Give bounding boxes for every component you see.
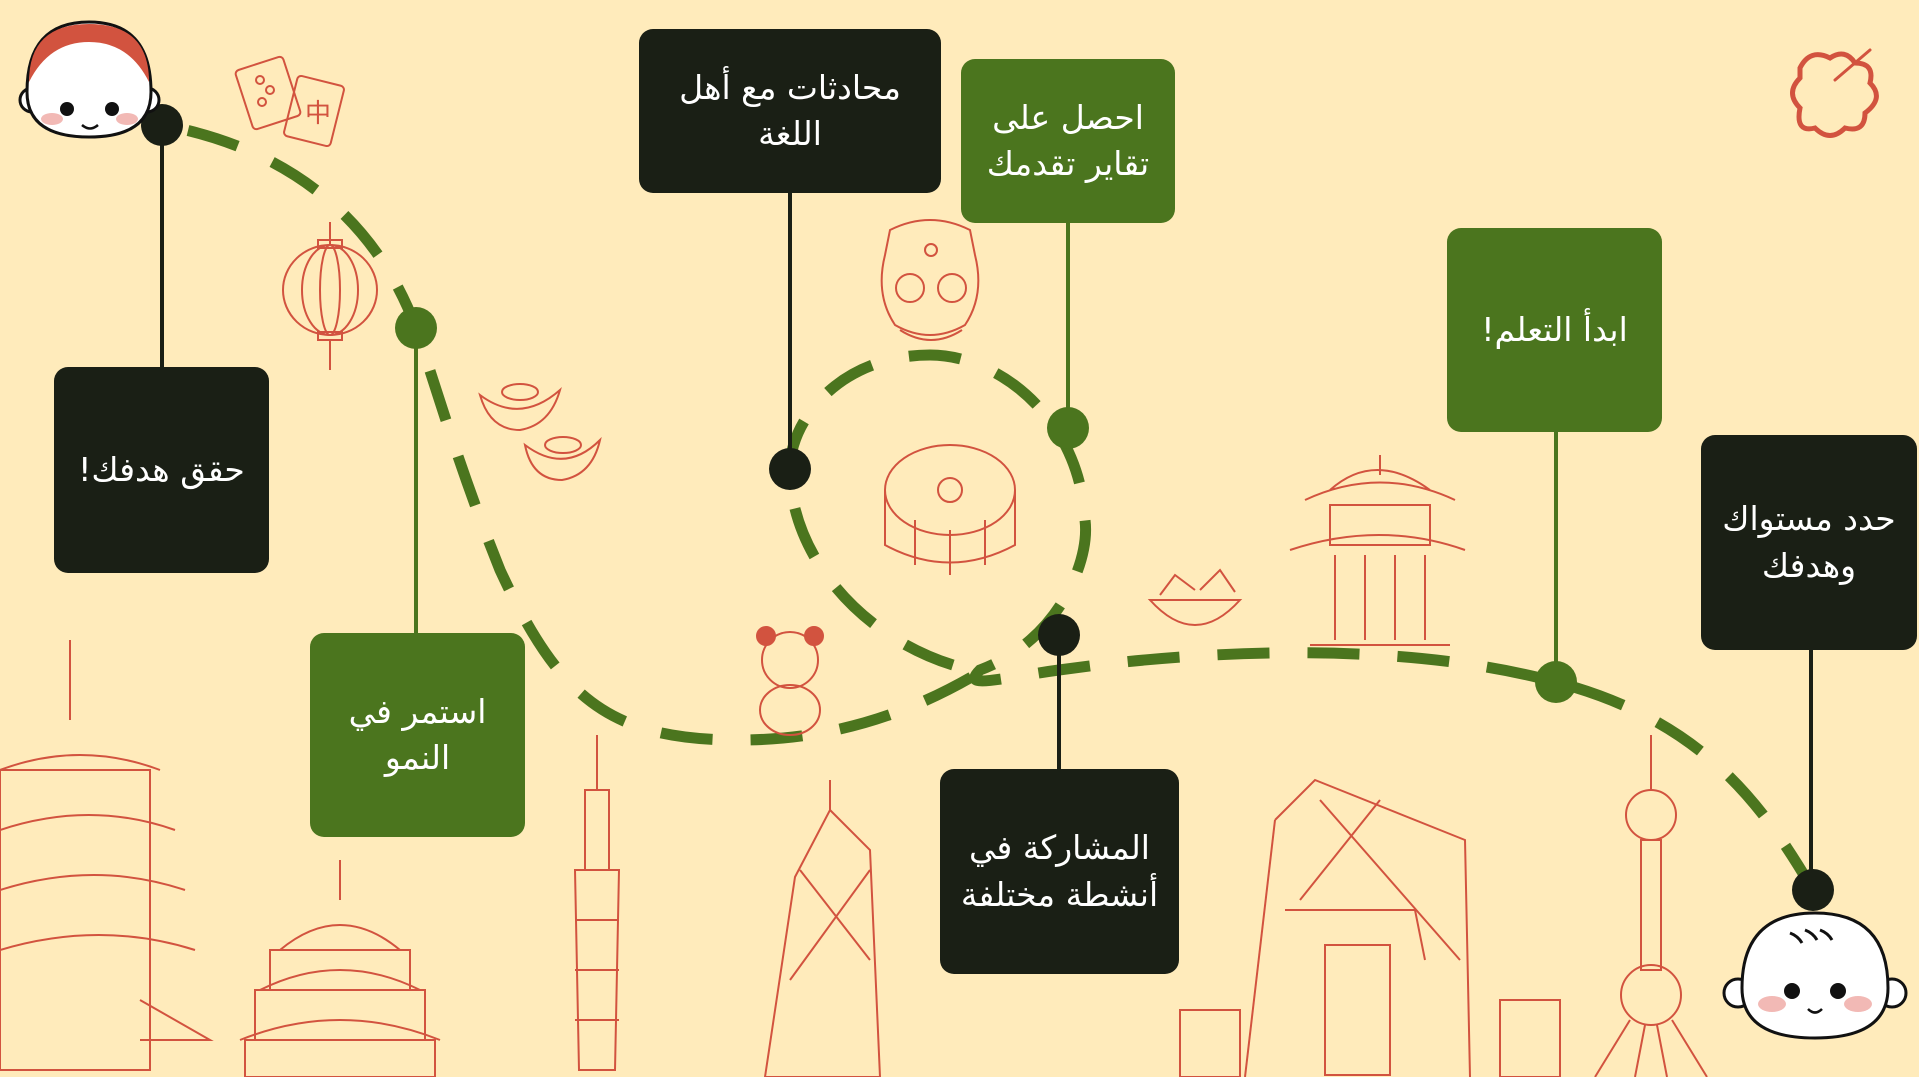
baby-face-icon [1722,911,1908,1040]
lion-dance-head-icon [880,219,980,341]
milestone-dot [1792,869,1834,911]
taipei-101-icon [573,735,621,1071]
step-label: المشاركة في أنشطة مختلفة [960,828,1159,914]
milestone-dot [395,307,437,349]
pavilion-icon [1289,455,1466,646]
milestone-dot [1535,661,1577,703]
svg-text:中: 中 [305,99,331,129]
paper-lantern-icon [282,222,378,370]
milestone-dot [141,104,183,146]
cctv-tower-icon [1179,778,1561,1077]
noodle-bowl-icon [1147,568,1243,626]
mooncake-icon [884,444,1016,575]
gold-ingots-icon [478,383,602,482]
step-box-set-level: حدد مستواك وهدفك [1701,435,1917,650]
step-label: احصل على تقاير تقدمك [986,97,1150,183]
step-box-keep-growing: استمر في النمو [310,633,525,837]
panda-icon [756,626,824,736]
step-label: استمر في النمو [348,691,487,777]
milestone-dot [1038,614,1080,656]
milestone-dot [769,448,811,490]
step-box-native-conversations: محادثات مع أهل اللغة [639,29,941,193]
step-label: محادثات مع أهل اللغة [679,67,901,153]
bank-of-china-tower-icon [763,780,882,1077]
step-label: حدد مستواك وهدفك [1722,499,1896,585]
step-label: حقق هدفك! [78,449,245,489]
step-box-start-learning: ابدأ التعلم! [1447,228,1662,432]
milestone-dot [1047,407,1089,449]
step-box-achieve-goal: حقق هدفك! [54,367,269,573]
hibiscus-flower-icon [1790,48,1879,138]
oriental-pearl-tower-icon [1594,735,1708,1077]
pagoda-icon [0,640,214,1071]
step-box-progress-reports: احصل على تقاير تقدمك [961,59,1175,223]
red-haired-child-face-icon [18,20,161,139]
mahjong-tiles-icon: 中 [234,55,345,148]
step-label: ابدأ التعلم! [1481,309,1628,349]
temple-of-heaven-icon [239,860,441,1077]
step-box-activities: المشاركة في أنشطة مختلفة [940,769,1179,974]
